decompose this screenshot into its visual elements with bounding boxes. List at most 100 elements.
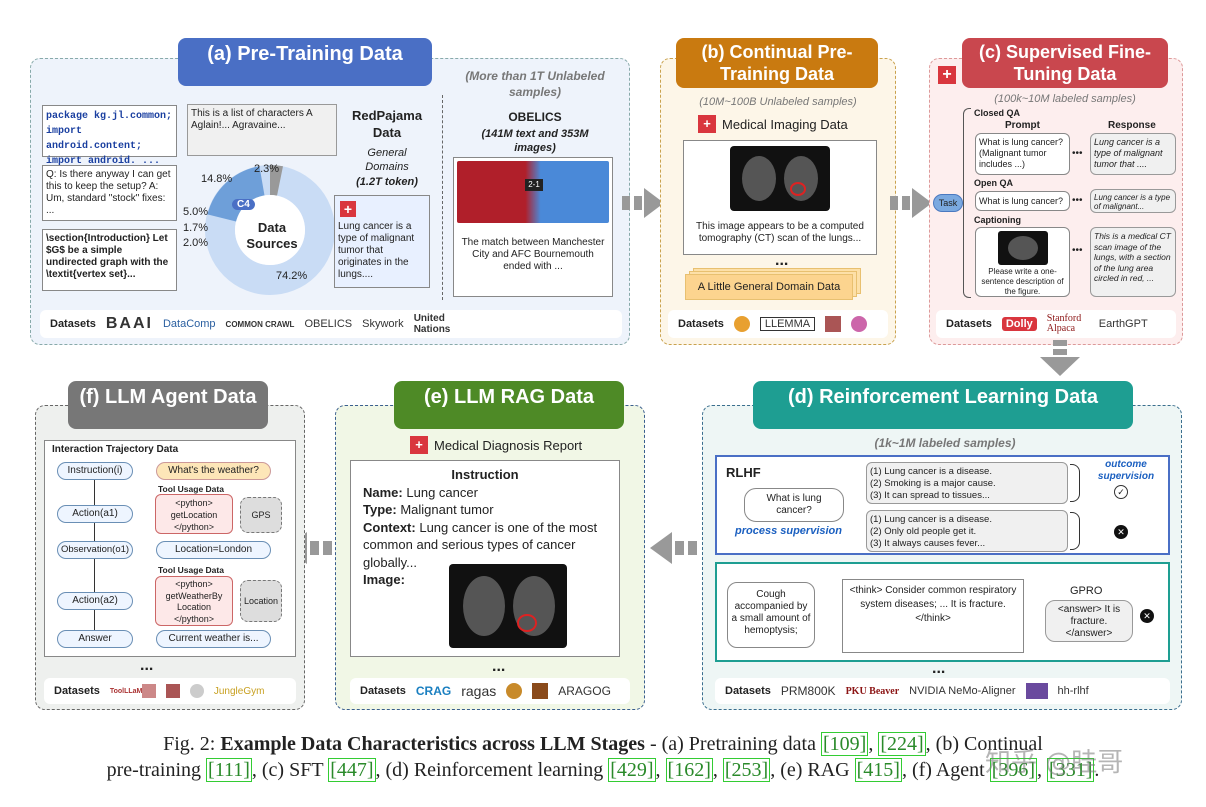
caption-bold: Example Data Characteristics across LLM … bbox=[220, 733, 645, 755]
dolly-logo: Dolly bbox=[1001, 317, 1037, 331]
commoncrawl-logo: COMMON CRAWL bbox=[225, 319, 295, 329]
redpajama-token: (1.2T token) bbox=[356, 176, 418, 188]
panel-d-sub: (1k~1M labeled samples) bbox=[874, 436, 1016, 450]
sft-frame bbox=[963, 108, 971, 298]
name-row: Name: Lung cancer bbox=[363, 484, 607, 502]
panel-c-datasets: Datasets Dolly Stanford Alpaca EarthGPT bbox=[936, 310, 1176, 338]
crag-logo: CRAG bbox=[415, 684, 452, 698]
redpajama-sub: General Domains bbox=[365, 147, 409, 173]
donut-label-5-0: 5.0% bbox=[183, 206, 209, 218]
captioning-response: This is a medical CT scan image of the l… bbox=[1090, 227, 1176, 297]
datasets-label: Datasets bbox=[50, 318, 96, 330]
medical-cross-icon: + bbox=[698, 115, 716, 133]
process-line-1: (1) Lung cancer is a disease. bbox=[870, 514, 992, 525]
lung-text: Lung cancer is a type of malignant tumor… bbox=[338, 221, 415, 280]
tool-usage-label-2: Tool Usage Data bbox=[158, 565, 224, 575]
citation-162[interactable]: [162] bbox=[665, 758, 713, 782]
observation-node: Observation(o1) bbox=[57, 541, 133, 559]
panel-d-title: (d) Reinforcement Learning Data bbox=[753, 381, 1133, 429]
response-header: Response bbox=[1108, 120, 1156, 131]
earthgpt-logo: EarthGPT bbox=[1098, 318, 1148, 330]
image-row: Image: bbox=[363, 571, 607, 589]
instruction-title: Instruction bbox=[451, 467, 519, 482]
gpro-label: GPRO bbox=[1070, 585, 1103, 597]
code-line-1: package kg.jl.common; bbox=[46, 111, 173, 122]
citation-111[interactable]: [111] bbox=[206, 758, 252, 782]
citation-447[interactable]: [447] bbox=[328, 758, 376, 782]
medical-cross-icon: + bbox=[410, 436, 428, 454]
rlhf-label: RLHF bbox=[726, 465, 761, 480]
panel-b-title: (b) Continual Pre-Training Data bbox=[676, 38, 878, 88]
donut-label-1-7: 1.7% bbox=[183, 222, 209, 234]
answer-box: <answer> It is fracture. </answer> bbox=[1045, 600, 1133, 642]
action2-node: Action(a2) bbox=[57, 592, 133, 610]
general-domain-stack: A Little General Domain Data bbox=[685, 268, 861, 300]
open-qa-prompt: What is lung cancer? bbox=[975, 191, 1070, 211]
type-key: Type: bbox=[363, 502, 397, 517]
dataset-icon-3 bbox=[825, 316, 842, 332]
outcome-responses: (1) Lung cancer is a disease. (2) Smokin… bbox=[866, 462, 1068, 504]
ragas-logo: ragas bbox=[461, 683, 497, 699]
closed-qa-response: Lung cancer is a type of malignant tumor… bbox=[1090, 133, 1176, 175]
code-line-2: import android.content; bbox=[46, 126, 143, 152]
code1-box: <python> getLocation </python> bbox=[155, 494, 233, 534]
captioning-label: Captioning bbox=[974, 215, 1021, 225]
toolllama-logo: ToolLLaMA bbox=[109, 687, 148, 695]
caption-text-2b: , (c) SFT bbox=[251, 759, 324, 781]
moose-icon bbox=[532, 683, 549, 699]
dataset-icon bbox=[189, 684, 204, 698]
qa-box: Q: Is there anyway I can get this to kee… bbox=[42, 165, 177, 221]
hh-rlhf-logo: hh-rlhf bbox=[1057, 685, 1089, 697]
aragog-logo: ARAGOG bbox=[558, 684, 611, 698]
figure-caption-line-1: Fig. 2: Example Data Characteristics acr… bbox=[163, 732, 1043, 756]
tumor-circle bbox=[517, 614, 537, 632]
outcome-label: outcome supervision bbox=[1097, 459, 1155, 482]
panel-e-title: (e) LLM RAG Data bbox=[394, 381, 624, 429]
donut-center-label: Data Sources bbox=[246, 220, 298, 251]
panel-c-sub: (100k~10M labeled samples) bbox=[994, 93, 1136, 105]
medical-cross-icon: + bbox=[340, 201, 356, 217]
watermark: 知乎 @眭哥 bbox=[985, 748, 1124, 778]
citation-415[interactable]: [415] bbox=[854, 758, 902, 782]
citation-224[interactable]: [224] bbox=[878, 732, 926, 756]
process-line-2: (2) Only old people get it. bbox=[870, 526, 977, 537]
rag-header-label: Medical Diagnosis Report bbox=[434, 437, 583, 453]
ct-scan-image bbox=[730, 146, 830, 211]
prompt-header: Prompt bbox=[1005, 120, 1040, 131]
caption-ct-image bbox=[997, 231, 1048, 265]
panel-a-title: (a) Pre-Training Data bbox=[178, 38, 432, 86]
caption-text-2d: , (e) RAG bbox=[770, 759, 850, 781]
panel-a-datasets: Datasets BAAI DataComp COMMON CRAWL OBEL… bbox=[40, 310, 622, 338]
citation-253[interactable]: [253] bbox=[722, 758, 771, 782]
answer-node: Answer bbox=[57, 630, 133, 648]
panel-e-datasets: Datasets CRAG ragas ARAGOG bbox=[350, 678, 630, 704]
ct-description: This image appears to be a computed tomo… bbox=[696, 221, 864, 244]
caption-fig: Fig. 2: bbox=[163, 733, 216, 755]
action1-node: Action(a1) bbox=[57, 505, 133, 523]
data-sources-donut bbox=[205, 164, 335, 295]
nemo-aligner-logo: NVIDIA NeMo-Aligner bbox=[909, 685, 1016, 697]
weather-question: What's the weather? bbox=[156, 462, 271, 480]
context-key: Context: bbox=[363, 519, 416, 535]
medical-cross-icon: + bbox=[938, 66, 956, 84]
citation-429[interactable]: [429] bbox=[608, 758, 656, 782]
citation-331[interactable]: [331] bbox=[1047, 758, 1095, 782]
open-qa-label: Open QA bbox=[974, 178, 1014, 188]
code-line-3: import android. ... bbox=[46, 156, 161, 167]
dataset-icon bbox=[165, 684, 180, 698]
dots: ••• bbox=[1072, 148, 1083, 159]
panel-f-title: (f) LLM Agent Data bbox=[68, 381, 268, 429]
panel-c-title: (c) Supervised Fine-Tuning Data bbox=[962, 38, 1168, 88]
dataset-icon bbox=[141, 684, 156, 698]
closed-qa-label: Closed QA bbox=[974, 108, 1021, 118]
trajectory-title: Interaction Trajectory Data bbox=[52, 444, 179, 455]
panel-b-datasets: Datasets LLEMMA bbox=[668, 310, 888, 338]
outcome-line-3: (3) It can spread to tissues... bbox=[870, 490, 990, 501]
un-logo: United Nations bbox=[413, 313, 451, 335]
citation-396[interactable]: [396] bbox=[989, 758, 1038, 782]
arrow-b-to-c bbox=[890, 188, 932, 218]
citation-109[interactable]: [109] bbox=[821, 732, 869, 756]
caption-text-2c: , (d) Reinforcement learning bbox=[375, 759, 604, 781]
dots: ••• bbox=[1072, 195, 1083, 206]
caption-text-2e: , (f) Agent bbox=[901, 759, 985, 781]
